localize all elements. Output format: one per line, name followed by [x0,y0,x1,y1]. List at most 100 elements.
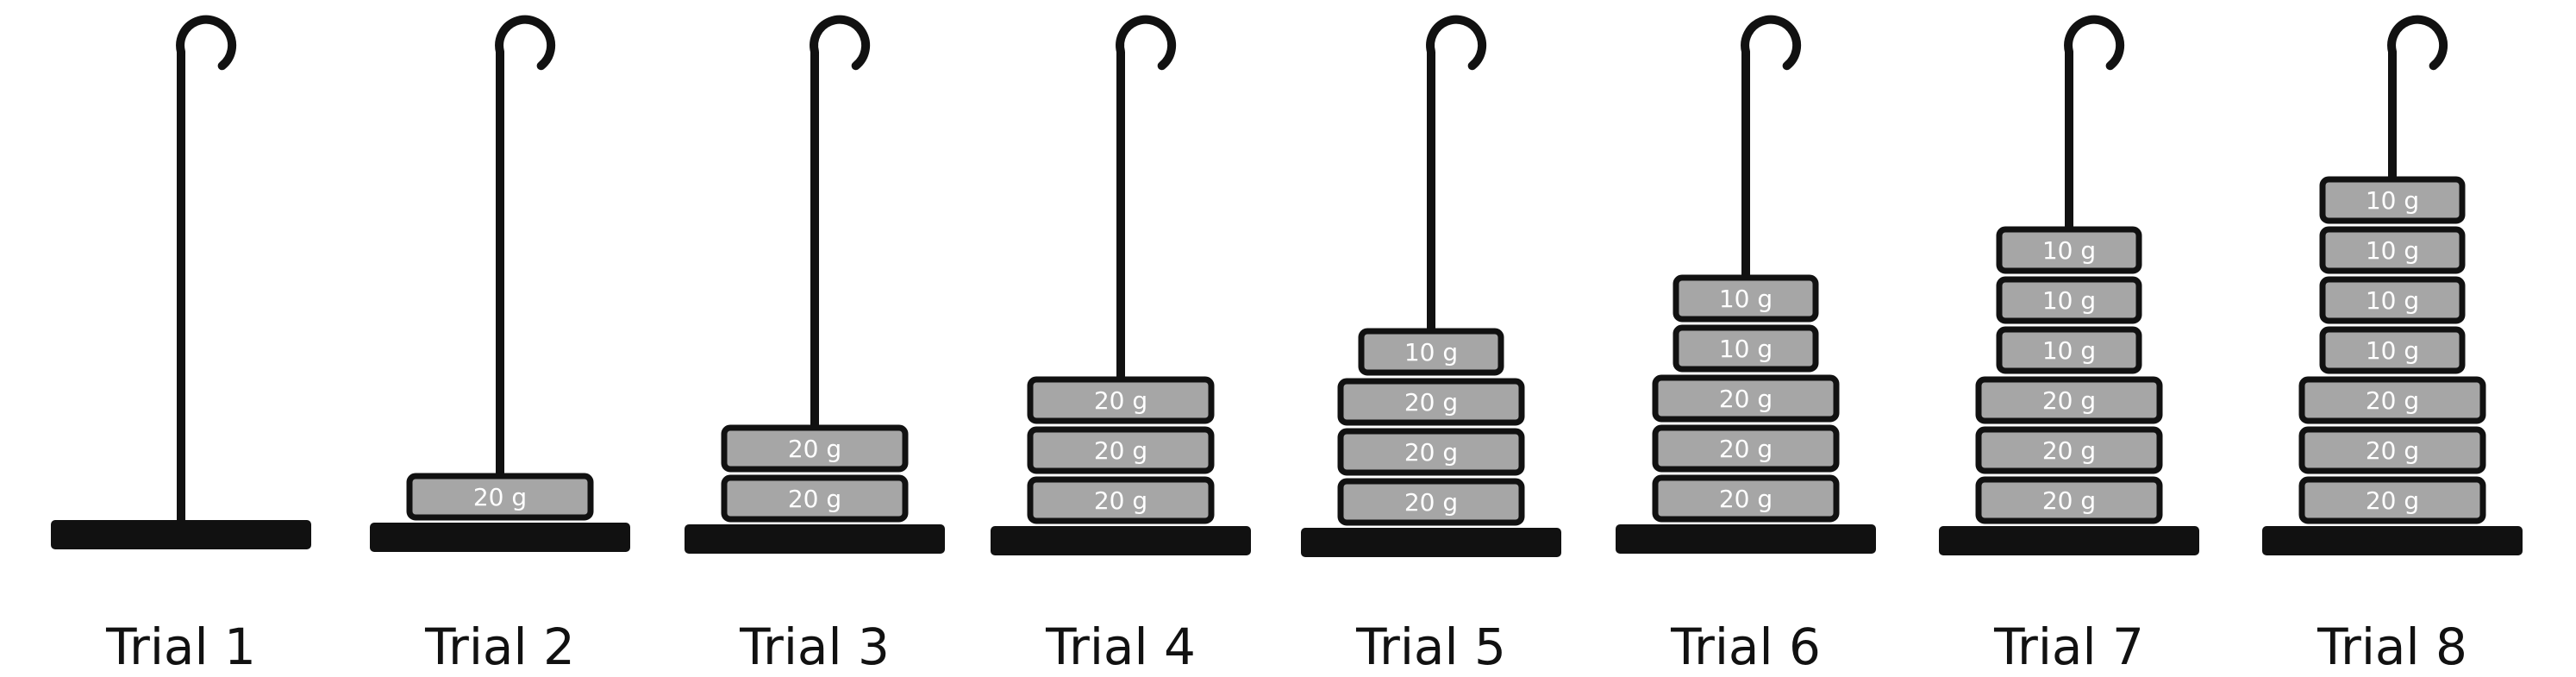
mass-label: 20 g [2366,486,2419,515]
mass-label: 20 g [1404,438,1458,467]
mass-label: 20 g [1404,488,1458,517]
trial-label: Trial 8 [2317,617,2467,676]
hanger-hook [810,15,871,71]
slotted-mass: 20 g [1975,426,2163,474]
mass-body [1027,426,1215,474]
hanger-base [1616,524,1876,554]
mass-label: 10 g [2366,236,2419,265]
mass-body [1673,324,1819,373]
slotted-mass: 10 g [2319,276,2466,324]
mass-label: 20 g [1404,388,1458,417]
trial-label: Trial 2 [425,617,575,676]
hanger-base [685,524,945,554]
hanger-trial-3: 20 g 20 g [685,15,945,554]
mass-body [1975,376,2163,424]
mass-body [2298,426,2486,474]
mass-label: 10 g [1404,338,1458,367]
mass-body [1652,474,1840,523]
trial-label: Trial 5 [1356,617,1506,676]
hanger-rod [177,52,185,520]
mass-label: 10 g [2042,236,2096,265]
hanger-rod [1741,52,1750,278]
mass-label: 20 g [1094,486,1147,515]
slotted-mass: 20 g [1975,376,2163,424]
hanger-trial-4: 20 g 20 g 20 g [991,15,1251,555]
slotted-mass: 20 g [2298,476,2486,524]
slotted-mass: 20 g [1027,376,1215,424]
mass-body [2298,476,2486,524]
mass-label: 10 g [2366,186,2419,215]
slotted-mass: 20 g [2298,426,2486,474]
mass-body [1027,476,1215,524]
mass-label: 10 g [2366,286,2419,315]
mass-label: 20 g [1719,485,1773,513]
hanger-hook [1426,15,1487,71]
mass-label: 10 g [2042,336,2096,365]
mass-label: 20 g [2366,386,2419,415]
mass-body [1996,326,2142,374]
trial-label: Trial 6 [1671,617,1821,676]
hanger-rod [496,52,504,476]
mass-body [2319,276,2466,324]
mass-body [2319,226,2466,274]
mass-body [1337,378,1525,426]
mass-label: 10 g [1719,335,1773,363]
hanger-trial-7: 20 g20 g20 g10 g10 g10 g [1939,15,2199,555]
mass-body [1996,276,2142,324]
hanger-base [2262,526,2523,555]
slotted-mass: 20 g [1975,476,2163,524]
trial-label: Trial 1 [106,617,256,676]
hanger-hook [1741,15,1802,71]
slotted-mass: 10 g [1996,226,2142,274]
slotted-mass: 10 g [2319,326,2466,374]
hanger-hook [2064,15,2125,71]
hanger-trial-5: 20 g 20 g 20 g 10 g [1301,15,1561,557]
hanger-rod [2388,52,2397,179]
mass-label: 20 g [2366,436,2419,465]
slotted-mass: 20 g [1337,378,1525,426]
hanger-base [1939,526,2199,555]
slotted-mass: 20 g [1027,476,1215,524]
mass-body [1975,426,2163,474]
slotted-mass: 10 g [1673,324,1819,373]
mass-label: 20 g [788,435,841,463]
hanger-base [370,523,630,552]
slotted-mass: 20 g [1337,478,1525,526]
hanger-trial-2: 20 g [370,15,630,552]
hanger-hook [2387,15,2448,71]
mass-body [1975,476,2163,524]
slotted-mass: 10 g [1358,328,1504,376]
mass-label: 20 g [1094,436,1147,465]
hanger-base [1301,528,1561,557]
mass-label: 10 g [2042,286,2096,315]
hanger-rod [2065,52,2073,229]
hanger-hook [176,15,237,71]
mass-body [1652,424,1840,473]
hanger-trial-8: 20 g 20 g 20 g 10 g 10 g 10 g 10 g [2262,15,2523,555]
mass-body [1337,478,1525,526]
trial-label: Trial 3 [740,617,890,676]
mass-body [1337,428,1525,476]
mass-label: 10 g [2366,336,2419,365]
hanger-rod [1116,52,1125,379]
slotted-mass: 20 g [1027,426,1215,474]
trial-label: Trial 4 [1046,617,1196,676]
mass-label: 10 g [1719,285,1773,313]
mass-label: 20 g [2042,486,2096,515]
hanger-base [51,520,311,549]
hanger-trial-1 [51,15,311,549]
slotted-mass: 20 g [1652,474,1840,523]
trial-label: Trial 7 [1994,617,2144,676]
slotted-mass: 10 g [1996,276,2142,324]
slotted-mass: 20 g [721,474,909,523]
mass-body [2319,326,2466,374]
slotted-mass: 20 g [721,424,909,473]
hanger-rod [1427,52,1435,331]
mass-label: 20 g [1719,435,1773,463]
hanger-hook [495,15,556,71]
slotted-mass: 20 g [1337,428,1525,476]
mass-body [2298,376,2486,424]
hanger-hook [1116,15,1177,71]
